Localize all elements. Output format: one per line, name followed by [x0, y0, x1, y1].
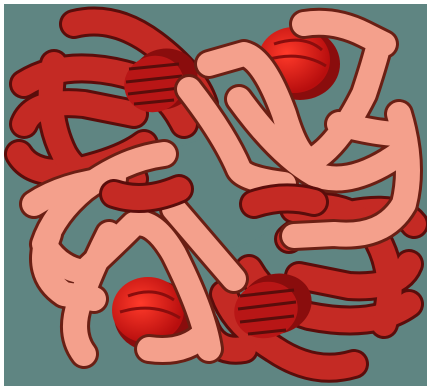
protein-diagram [4, 4, 427, 386]
figure-frame [4, 4, 427, 386]
